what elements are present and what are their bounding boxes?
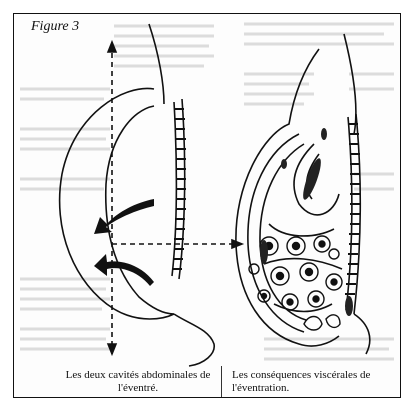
bowel-strand-3: [269, 224, 334, 236]
lower-curved-arrow: [94, 254, 154, 286]
caption-left: Les deux cavités abdominales de l'éventr…: [53, 369, 223, 395]
pelvic-organs: [304, 315, 340, 330]
upper-curved-arrow: [94, 199, 154, 234]
axis-arrowhead-top: [108, 42, 116, 52]
abdomen-illustrations: [14, 14, 401, 398]
peritoneal-layer-1: [248, 134, 304, 332]
left-abdomen-drawing: [60, 24, 242, 366]
figure-frame: Figure 3: [13, 13, 401, 398]
axis-arrowhead-bottom: [108, 344, 116, 354]
axis-arrowhead-right: [232, 240, 242, 248]
inner-cavity-outline: [106, 106, 174, 314]
hernia-sac-outline: [60, 88, 174, 319]
body-contour: [149, 24, 214, 366]
caption-right: Les conséquences viscérales de l'éventra…: [232, 369, 401, 395]
